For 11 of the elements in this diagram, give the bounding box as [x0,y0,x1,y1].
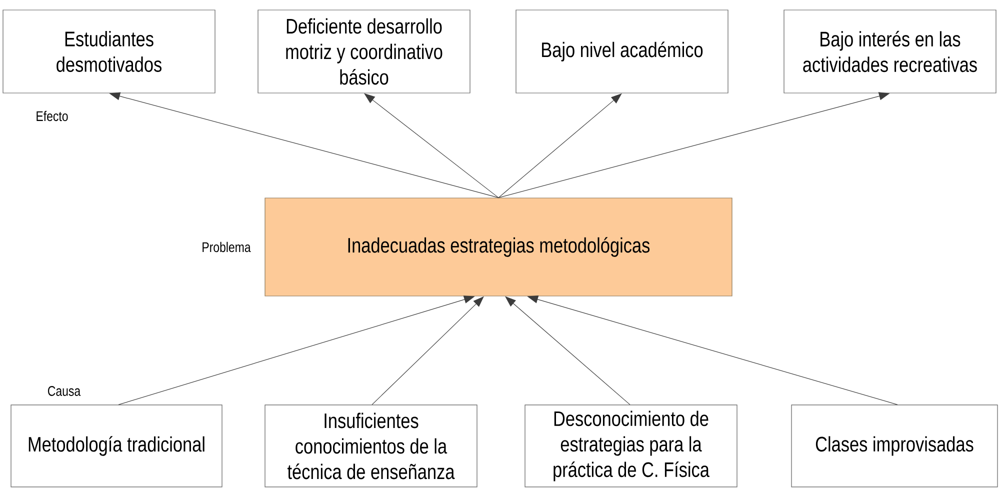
effect-box: Estudiantes desmotivados [2,10,216,94]
effect-box: Bajo nivel académico [516,10,728,94]
side-label: Efecto [36,110,68,122]
side-label: Problema [202,242,251,252]
effect-box: Bajo interés en las actividades recreativas [784,10,996,94]
problem-box: Inadecuadas estrategias metodológicas [264,198,732,296]
effect-box: Deficiente desarrollo motriz y coordinativo básico [258,10,470,94]
cause-box: Metodología tradicional [10,404,222,488]
cause-box: Clases improvisadas [791,404,998,488]
cause-box: Desconocimiento de estrategias para la práctica de C. Física [524,404,738,488]
cause-box: Insuficientes conocimientos de la técnica de enseñanza [264,404,478,488]
